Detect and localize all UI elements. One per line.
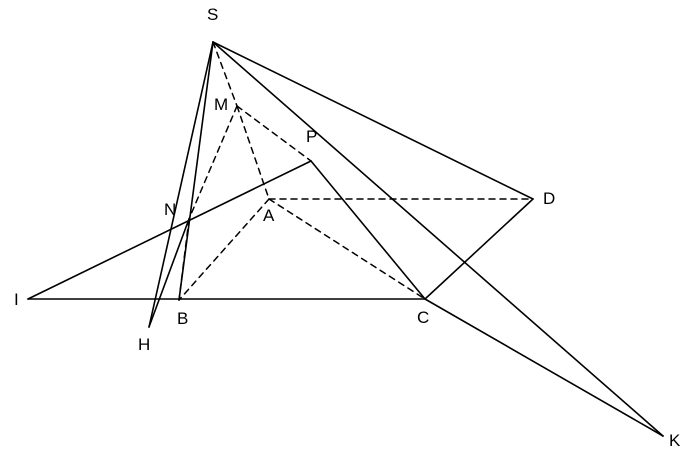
solid-segment-c-k bbox=[424, 298, 664, 437]
solid-segment-s-h bbox=[148, 41, 214, 328]
vertex-label-b: B bbox=[177, 309, 189, 328]
solid-segment-p-c bbox=[310, 160, 426, 300]
solid-lines-group bbox=[27, 41, 664, 437]
vertex-label-d: D bbox=[543, 189, 556, 208]
vertex-label-n: N bbox=[164, 200, 177, 219]
dashed-segment-a-b bbox=[178, 198, 270, 301]
dashed-segment-a-c bbox=[268, 198, 426, 300]
vertex-label-s: S bbox=[207, 5, 219, 24]
solid-segment-s-d bbox=[212, 41, 534, 200]
vertex-label-c: C bbox=[417, 308, 430, 327]
dashed-segment-m-p bbox=[236, 105, 312, 162]
vertex-label-i: I bbox=[14, 290, 19, 309]
solid-segment-h-n bbox=[148, 218, 190, 328]
dashed-segment-m-a bbox=[236, 105, 270, 200]
dashed-segment-s-m bbox=[212, 41, 238, 107]
dashed-segment-m-n bbox=[188, 105, 238, 220]
solid-segment-s-k bbox=[212, 41, 664, 437]
vertex-label-m: M bbox=[214, 95, 229, 114]
vertex-label-p: P bbox=[306, 127, 318, 146]
vertex-label-h: H bbox=[138, 335, 151, 354]
vertex-label-a: A bbox=[263, 206, 275, 225]
dashed-segment-n-b bbox=[178, 218, 190, 301]
dashed-lines-group bbox=[178, 41, 534, 301]
vertex-label-k: K bbox=[669, 431, 681, 450]
solid-segment-i-p bbox=[27, 160, 312, 300]
solid-segment-c-d bbox=[424, 198, 534, 300]
